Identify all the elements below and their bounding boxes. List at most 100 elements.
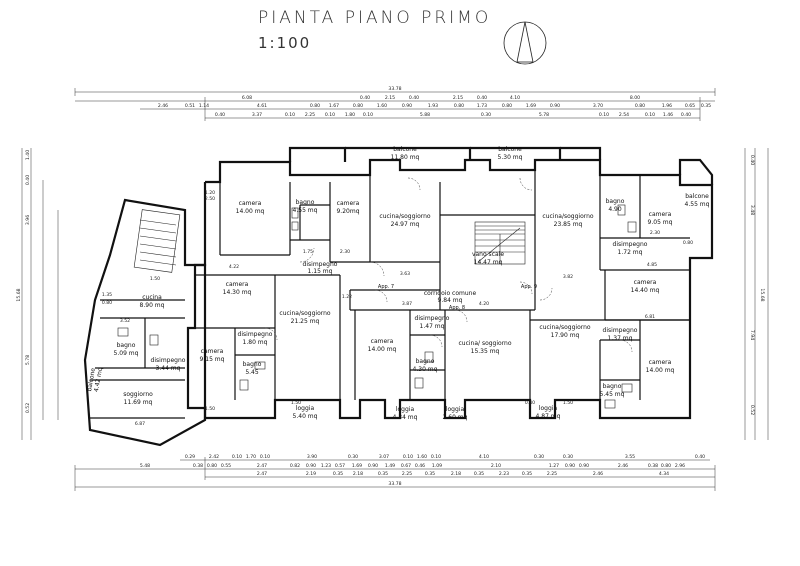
dim-left: 1.40 — [25, 150, 31, 160]
dim-bottom: 3.55 — [625, 454, 635, 460]
dim-left: 3.96 — [25, 215, 31, 225]
dim-bottom: 0.57 — [335, 463, 345, 469]
dim-bottom: 1.69 — [352, 463, 362, 469]
dim-bottom: 0.30 — [534, 454, 544, 460]
dim-bottom: 1.23 — [321, 463, 331, 469]
room-area: 5.45 — [245, 369, 259, 376]
room-disimpegno: disimpegno — [415, 315, 450, 322]
dim-bottom-overall: 33.78 — [388, 481, 401, 487]
dim-top: 1.60 — [377, 103, 387, 109]
dim-top: 1.14 — [199, 103, 209, 109]
room-area: 4.34 mq — [393, 414, 418, 421]
room-area: 9.20mq — [336, 208, 359, 215]
dim-bottom: 0.35 — [425, 471, 435, 477]
room-area: 4.87 mq — [536, 413, 561, 420]
staircase-icon — [133, 209, 526, 273]
dim-bottom: 0.38 — [648, 463, 658, 469]
dim-bottom: 1.09 — [432, 463, 442, 469]
dim-right: 3.48 — [749, 205, 755, 215]
dim-bottom: 2.19 — [306, 471, 316, 477]
dim-top: 8.00 — [630, 95, 640, 101]
dim-top: 1.80 — [345, 112, 355, 118]
room-disimpegno: disimpegno — [603, 327, 638, 334]
room-camera: camera — [226, 281, 249, 288]
dim-bottom: 2.18 — [353, 471, 363, 477]
dim-inner: 2.30 — [340, 249, 350, 255]
dim-right: 0.40 — [749, 155, 755, 165]
room-area: 14.00 mq — [368, 346, 397, 353]
dim-top: 5.78 — [539, 112, 549, 118]
room-area: 23.85 mq — [554, 221, 583, 228]
dim-bottom: 0.67 — [401, 463, 411, 469]
dim-bottom: 1.49 — [385, 463, 395, 469]
dim-top: 0.90 — [402, 103, 412, 109]
room-balcone: balcone — [685, 193, 709, 200]
room-area: 1.72 mq — [618, 249, 643, 256]
dim-top: 0.40 — [681, 112, 691, 118]
dim-bottom: 0.38 — [193, 463, 203, 469]
dim-bottom: 0.82 — [290, 463, 300, 469]
room-area: 4.90 — [608, 206, 622, 213]
dim-top: 0.65 — [685, 103, 695, 109]
dim-inner: 2.30 — [650, 230, 660, 236]
apartment-label: App. 8 — [449, 305, 465, 311]
dim-bottom: 0.35 — [522, 471, 532, 477]
dim-bottom: 4.34 — [659, 471, 669, 477]
dim-bottom: 2.96 — [675, 463, 685, 469]
room-disimpegno: disimpegno — [238, 331, 273, 338]
dim-bottom: 2.25 — [547, 471, 557, 477]
north-arrow-icon — [503, 21, 547, 65]
dim-inner: 2.50 — [205, 196, 215, 202]
dim-top: 0.10 — [645, 112, 655, 118]
dim-inner: 0.40 — [525, 400, 535, 406]
dim-bottom: 0.80 — [661, 463, 671, 469]
dim-inner: 1.50 — [563, 400, 573, 406]
dim-bottom: 3.90 — [307, 454, 317, 460]
room-area: 3.44 mq — [156, 365, 181, 372]
room-cucina: cucina — [142, 294, 162, 301]
dim-top: 2.15 — [453, 95, 463, 101]
room-area: 21.25 mq — [291, 318, 320, 325]
room-cucina-soggiorno: cucina/soggiorno — [542, 213, 593, 220]
bottom-dimension-lines — [74, 457, 716, 491]
dim-inner: 1.75 — [303, 249, 313, 255]
dim-left: 0.52 — [25, 403, 31, 413]
room-bagno: bagno — [296, 199, 315, 206]
dim-inner: 1.50 — [205, 406, 215, 412]
dim-bottom: 0.35 — [474, 471, 484, 477]
dim-top: 0.90 — [550, 103, 560, 109]
apartment-label: App. 7 — [378, 284, 394, 290]
dim-bottom: 2.25 — [402, 471, 412, 477]
room-area: 14.30 mq — [223, 289, 252, 296]
room-bagno: bagno — [416, 358, 435, 365]
dim-top: 4.10 — [510, 95, 520, 101]
dim-inner: 1.20 — [205, 190, 215, 196]
dim-top: 5.88 — [420, 112, 430, 118]
room-area: 1.15 mq — [308, 268, 333, 275]
room-area: 9.05 mq — [648, 219, 673, 226]
dim-top: 2.46 — [158, 103, 168, 109]
dim-top: 0.10 — [325, 112, 335, 118]
dim-bottom: 2.18 — [451, 471, 461, 477]
room-area: 1.80 mq — [243, 339, 268, 346]
dim-top: 0.80 — [502, 103, 512, 109]
dim-top: 0.40 — [215, 112, 225, 118]
dim-top: 0.40 — [409, 95, 419, 101]
room-camera: camera — [337, 200, 360, 207]
dim-top: 1.96 — [662, 103, 672, 109]
dim-bottom: 0.35 — [333, 471, 343, 477]
room-loggia: loggia — [296, 405, 315, 412]
room-camera: camera — [649, 211, 672, 218]
room-area: 5.09 mq — [114, 350, 139, 357]
dim-inner: 1.35 — [102, 292, 112, 298]
dim-bottom: 1.60 — [417, 454, 427, 460]
room-area: 5.40 mq — [293, 413, 318, 420]
dim-bottom: 2.47 — [257, 463, 267, 469]
room-area: 5.30 mq — [498, 154, 523, 161]
room-balcone: balcone — [498, 146, 522, 153]
dim-inner: 4.22 — [229, 264, 239, 270]
dim-bottom: 2.46 — [593, 471, 603, 477]
room-bagno: bagno — [243, 361, 262, 368]
dim-bottom: 0.10 — [403, 454, 413, 460]
